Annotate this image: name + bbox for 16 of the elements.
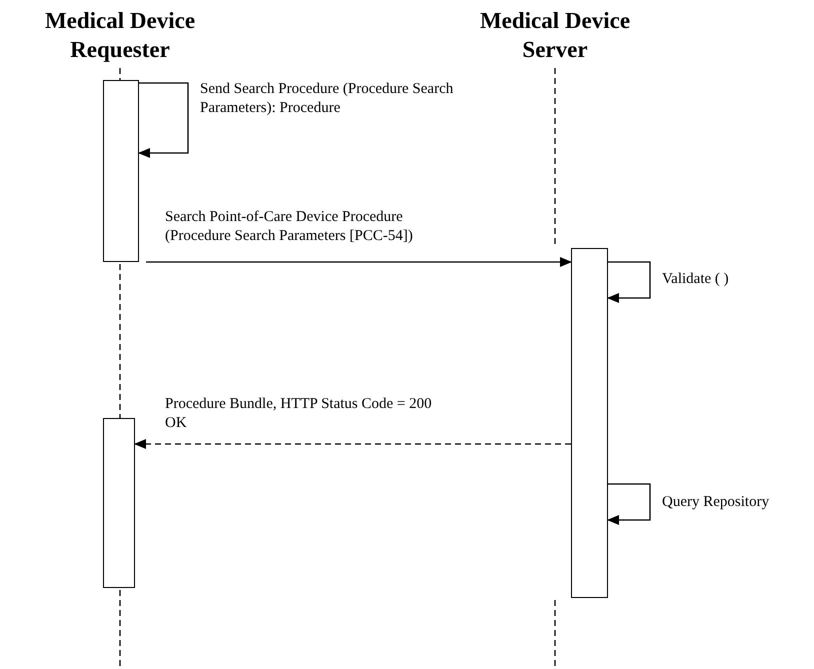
message-arrow [607,261,651,303]
participant-label: Medical Device Server [475,6,635,64]
message-label: Validate ( ) [662,270,729,289]
activation-bar [103,418,135,588]
lifeline [119,68,121,80]
participant-label: Medical Device Requester [20,6,220,64]
lifeline [119,264,121,418]
activation-bar [571,248,608,598]
activation-bar [103,80,139,262]
message-label: Query Repository [662,493,770,512]
message-arrow [134,439,571,449]
lifeline [119,590,121,669]
lifeline [554,600,556,669]
message-arrow [607,483,651,525]
message-arrow [146,257,572,267]
message-arrow [138,82,189,158]
